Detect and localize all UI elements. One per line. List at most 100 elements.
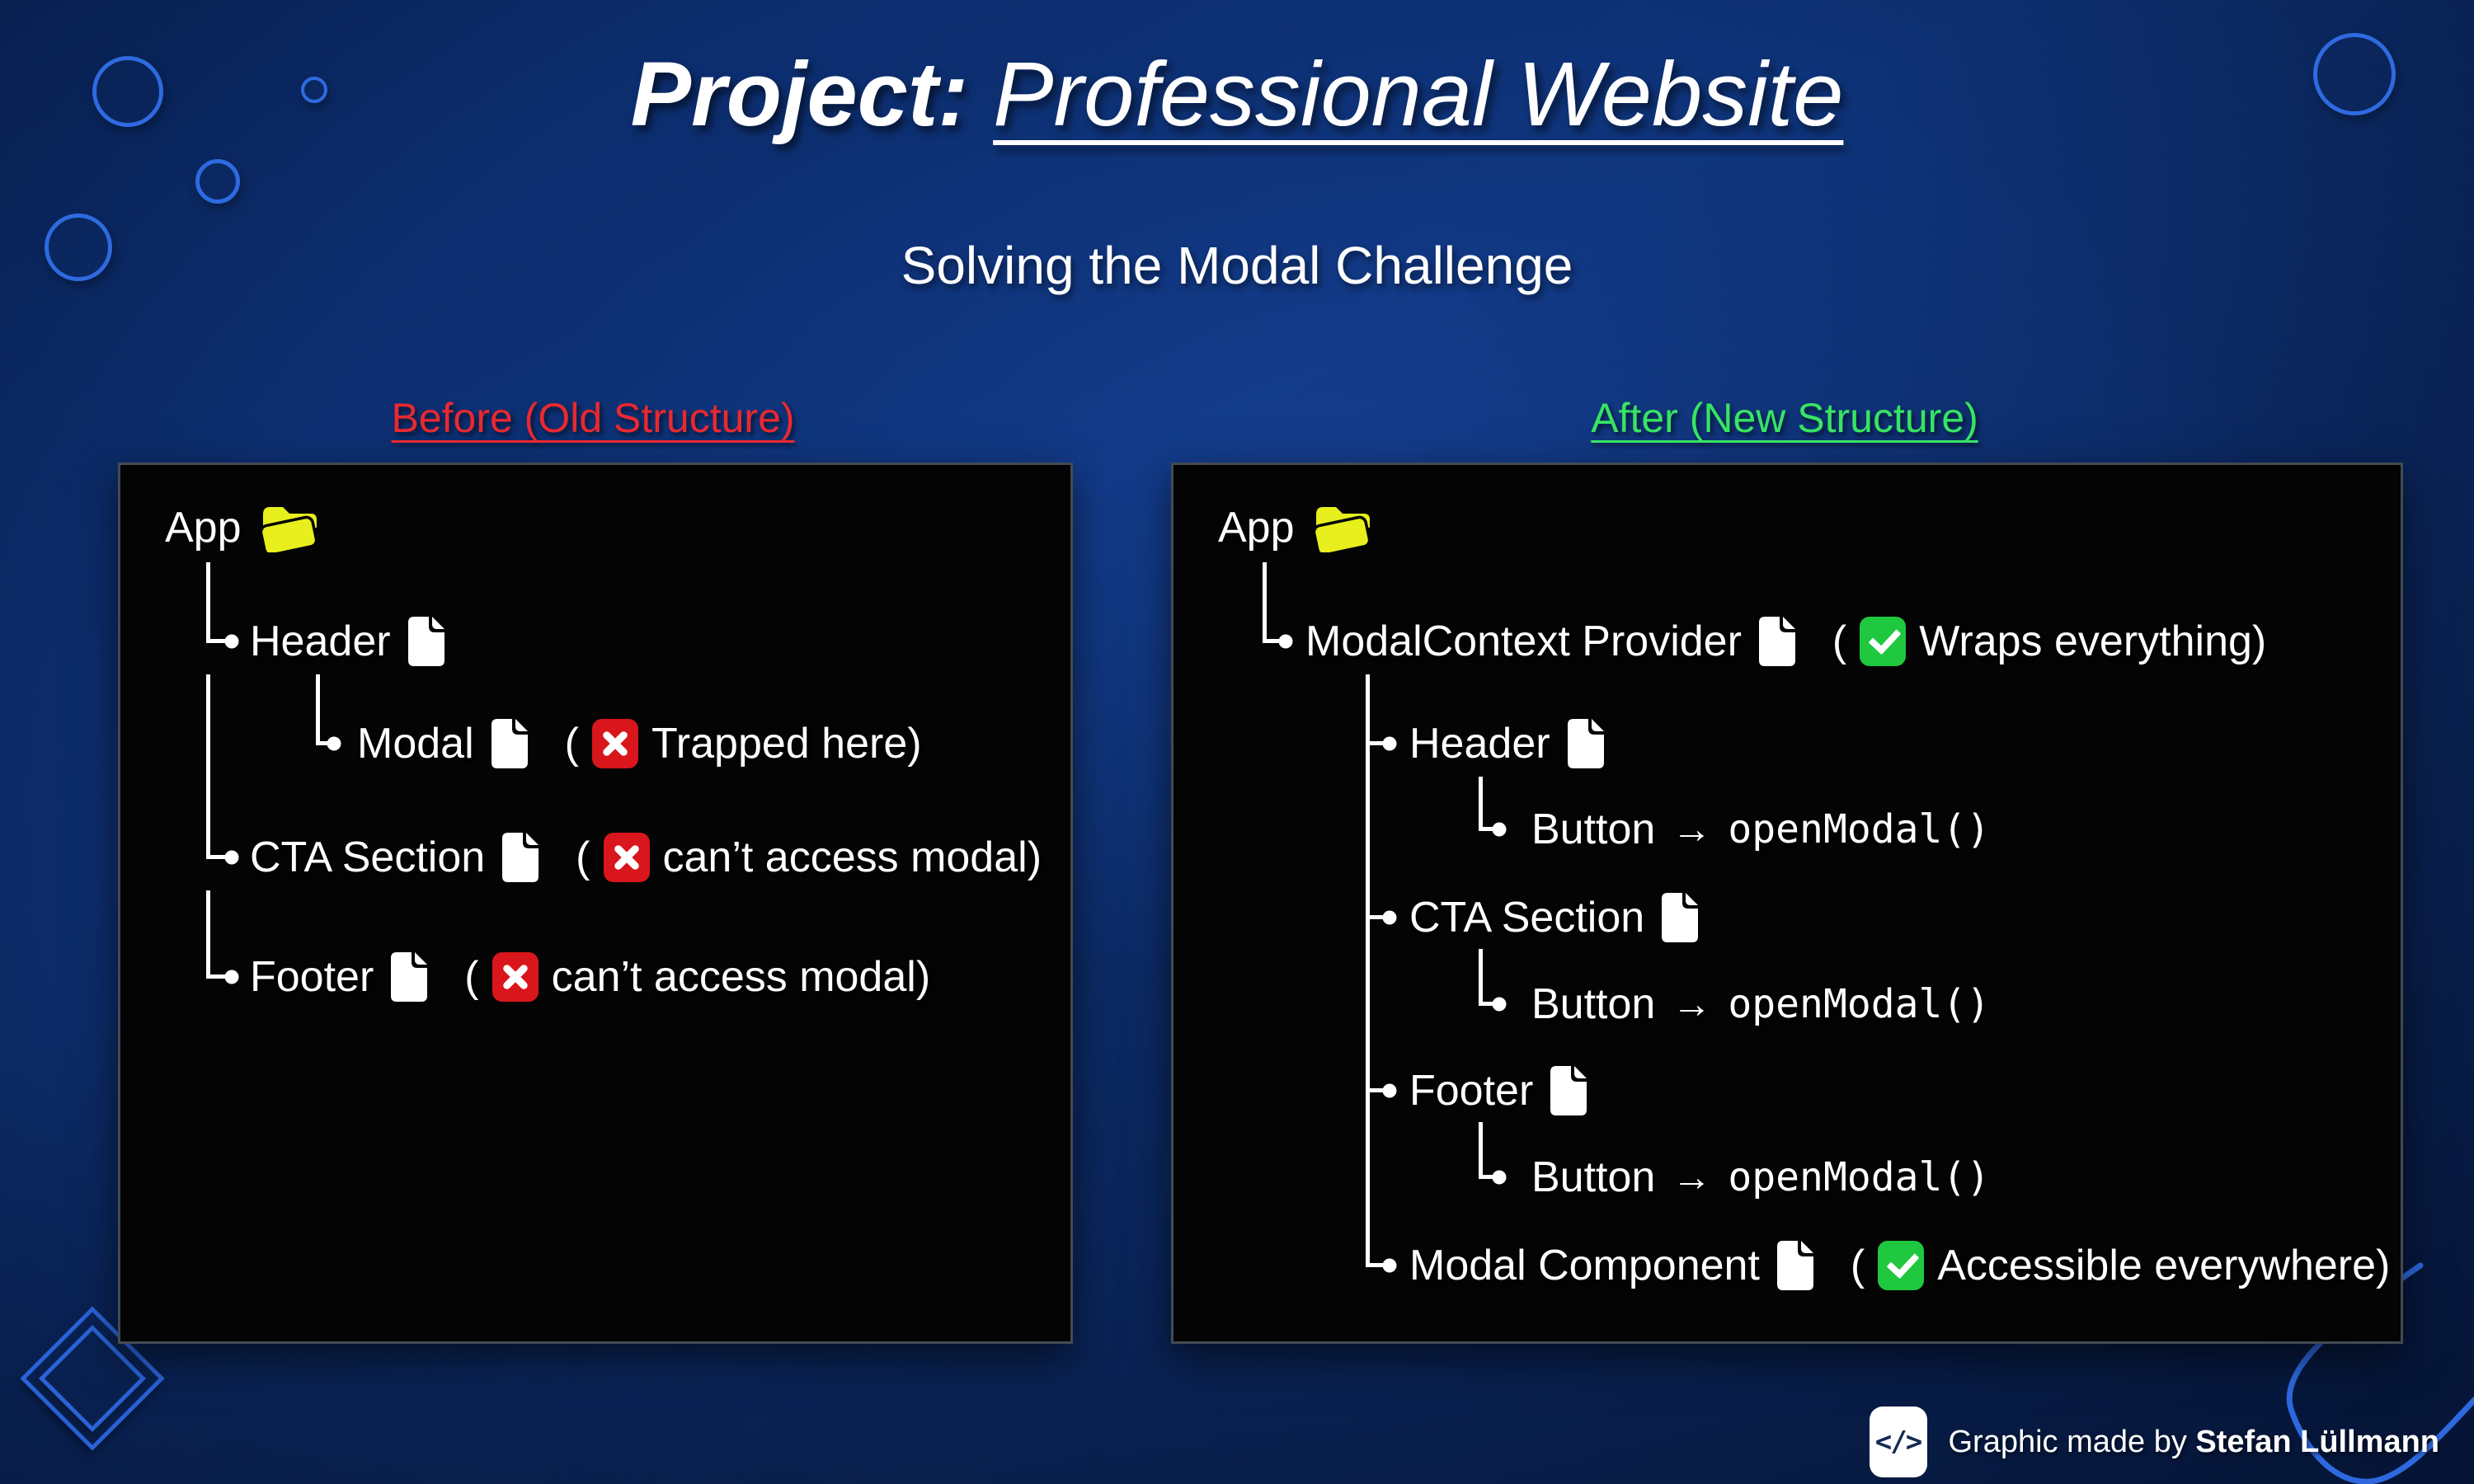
annotation-text: Wraps everything) [1919, 618, 2267, 665]
tree-node-label: Modal [357, 720, 474, 768]
tree-connector-line [1479, 827, 1499, 831]
tree-node-button-header: Button → openModal() [1531, 805, 1990, 854]
tree-connector-line [1366, 674, 1370, 1266]
tree-node-app: App [1218, 503, 1374, 552]
code-call-label: openModal() [1728, 1154, 1991, 1200]
folder-icon [1312, 507, 1371, 552]
attribution-author: Stefan Lüllmann [2195, 1424, 2439, 1459]
paren-open: ( [576, 834, 590, 881]
tree-node-label: Header [1409, 720, 1550, 768]
arrow-right-icon: → [1672, 807, 1712, 852]
arrow-right-icon: → [1672, 1155, 1712, 1200]
cross-mark-icon [591, 719, 638, 768]
tree-node-label: Button [1531, 1153, 1656, 1201]
annotation-text: Accessible everywhere) [1937, 1242, 2391, 1289]
annotation-text: can’t access modal) [662, 834, 1042, 881]
paren-open: ( [564, 720, 579, 768]
file-icon [491, 719, 528, 768]
tree-node-header: Header [250, 616, 445, 667]
paren-open: ( [1832, 618, 1847, 665]
branch-dot [1492, 822, 1507, 837]
branch-dot [1382, 736, 1397, 751]
decor-circle [301, 77, 327, 103]
branch-dot [1382, 910, 1397, 925]
paren-open: ( [464, 953, 479, 1001]
tree-node-modal: Modal ( Trapped here) [357, 718, 922, 769]
tree-connector-line [1366, 1088, 1390, 1092]
tree-connector-line [1366, 915, 1390, 919]
tree-connector-line [316, 741, 335, 745]
code-call-label: openModal() [1728, 981, 1991, 1027]
tree-node-label: ModalContext Provider [1305, 618, 1742, 665]
tree-node-label: Footer [250, 953, 374, 1001]
tree-node-label: Modal Component [1409, 1242, 1760, 1289]
tree-connector-line [1479, 1122, 1483, 1177]
code-call-label: openModal() [1728, 806, 1991, 852]
after-heading: After (New Structure) [1591, 395, 1978, 441]
tree-node-header: Header [1409, 718, 1605, 769]
file-icon [1776, 1241, 1813, 1290]
node-annotation: ( can’t access modal) [576, 833, 1042, 882]
cross-mark-icon [492, 952, 539, 1002]
tree-node-label: Button [1531, 980, 1656, 1028]
branch-dot [1492, 997, 1507, 1012]
file-icon [1662, 893, 1699, 942]
tree-connector-line [1366, 741, 1390, 745]
file-icon [407, 617, 444, 666]
code-icon-glyph: </> [1874, 1425, 1922, 1458]
branch-dot [224, 970, 239, 984]
branch-dot [224, 850, 239, 865]
node-annotation: ( Wraps everything) [1832, 617, 2266, 666]
tree-connector-line [316, 674, 320, 742]
check-mark-icon [1878, 1241, 1925, 1290]
page-title: Project:Professional Website [0, 43, 2474, 148]
check-mark-icon [1860, 617, 1907, 666]
cross-mark-icon [603, 833, 650, 882]
paren-open: ( [1850, 1242, 1865, 1289]
node-annotation: ( Trapped here) [565, 719, 922, 768]
tree-node-modalcontext-provider: ModalContext Provider ( Wraps everything… [1305, 616, 2266, 667]
tree-node-button-footer: Button → openModal() [1531, 1153, 1990, 1202]
tree-connector-line [1479, 949, 1483, 1004]
tree-connector-line [206, 855, 233, 859]
tree-node-modal-component: Modal Component ( Accessible everywhere) [1409, 1240, 2390, 1291]
tree-connector-line [1366, 1263, 1390, 1267]
tree-connector-line [206, 974, 233, 979]
tree-connector-line [1263, 562, 1267, 640]
tree-connector-line [206, 639, 233, 643]
branch-dot [327, 736, 341, 751]
branch-dot [1382, 1258, 1397, 1273]
tree-node-label: Button [1531, 805, 1656, 853]
code-icon: </> [1869, 1407, 1927, 1477]
decor-circle [195, 159, 240, 204]
tree-node-footer: Footer ( can’t access modal) [250, 951, 930, 1003]
tree-node-footer: Footer [1409, 1065, 1587, 1116]
node-annotation: ( Accessible everywhere) [1851, 1241, 2390, 1290]
tree-connector-line [206, 890, 210, 975]
tree-node-label: CTA Section [1409, 894, 1645, 942]
tree-connector-line [1263, 639, 1286, 643]
annotation-text: can’t access modal) [551, 953, 931, 1001]
tree-connector-line [206, 562, 210, 640]
decor-circle [92, 56, 163, 127]
tree-node-label: App [1218, 504, 1295, 552]
branch-dot [1278, 634, 1293, 649]
panel-after: App ModalContext Provider ( Wraps everyt… [1171, 463, 2403, 1344]
tree-node-cta-section: CTA Section ( can’t access modal) [250, 832, 1042, 883]
branch-dot [224, 634, 239, 649]
tree-connector-line [206, 674, 210, 856]
attribution: </> Graphic made by Stefan Lüllmann [1869, 1407, 2439, 1477]
panel-before: App Header Modal ( Trapped here) CTA Sec… [118, 463, 1073, 1344]
branch-dot [1492, 1170, 1507, 1185]
tree-node-app: App [165, 503, 321, 552]
tree-node-cta-section: CTA Section [1409, 892, 1699, 943]
tree-node-button-cta: Button → openModal() [1531, 979, 1990, 1029]
node-annotation: ( can’t access modal) [464, 952, 930, 1002]
file-icon [391, 952, 428, 1002]
attribution-prefix: Graphic made by [1948, 1424, 2196, 1459]
page-subtitle: Solving the Modal Challenge [901, 236, 1573, 295]
annotation-text: Trapped here) [651, 720, 922, 768]
tree-connector-line [1479, 1002, 1499, 1006]
arrow-right-icon: → [1672, 982, 1712, 1026]
folder-icon [259, 507, 317, 552]
